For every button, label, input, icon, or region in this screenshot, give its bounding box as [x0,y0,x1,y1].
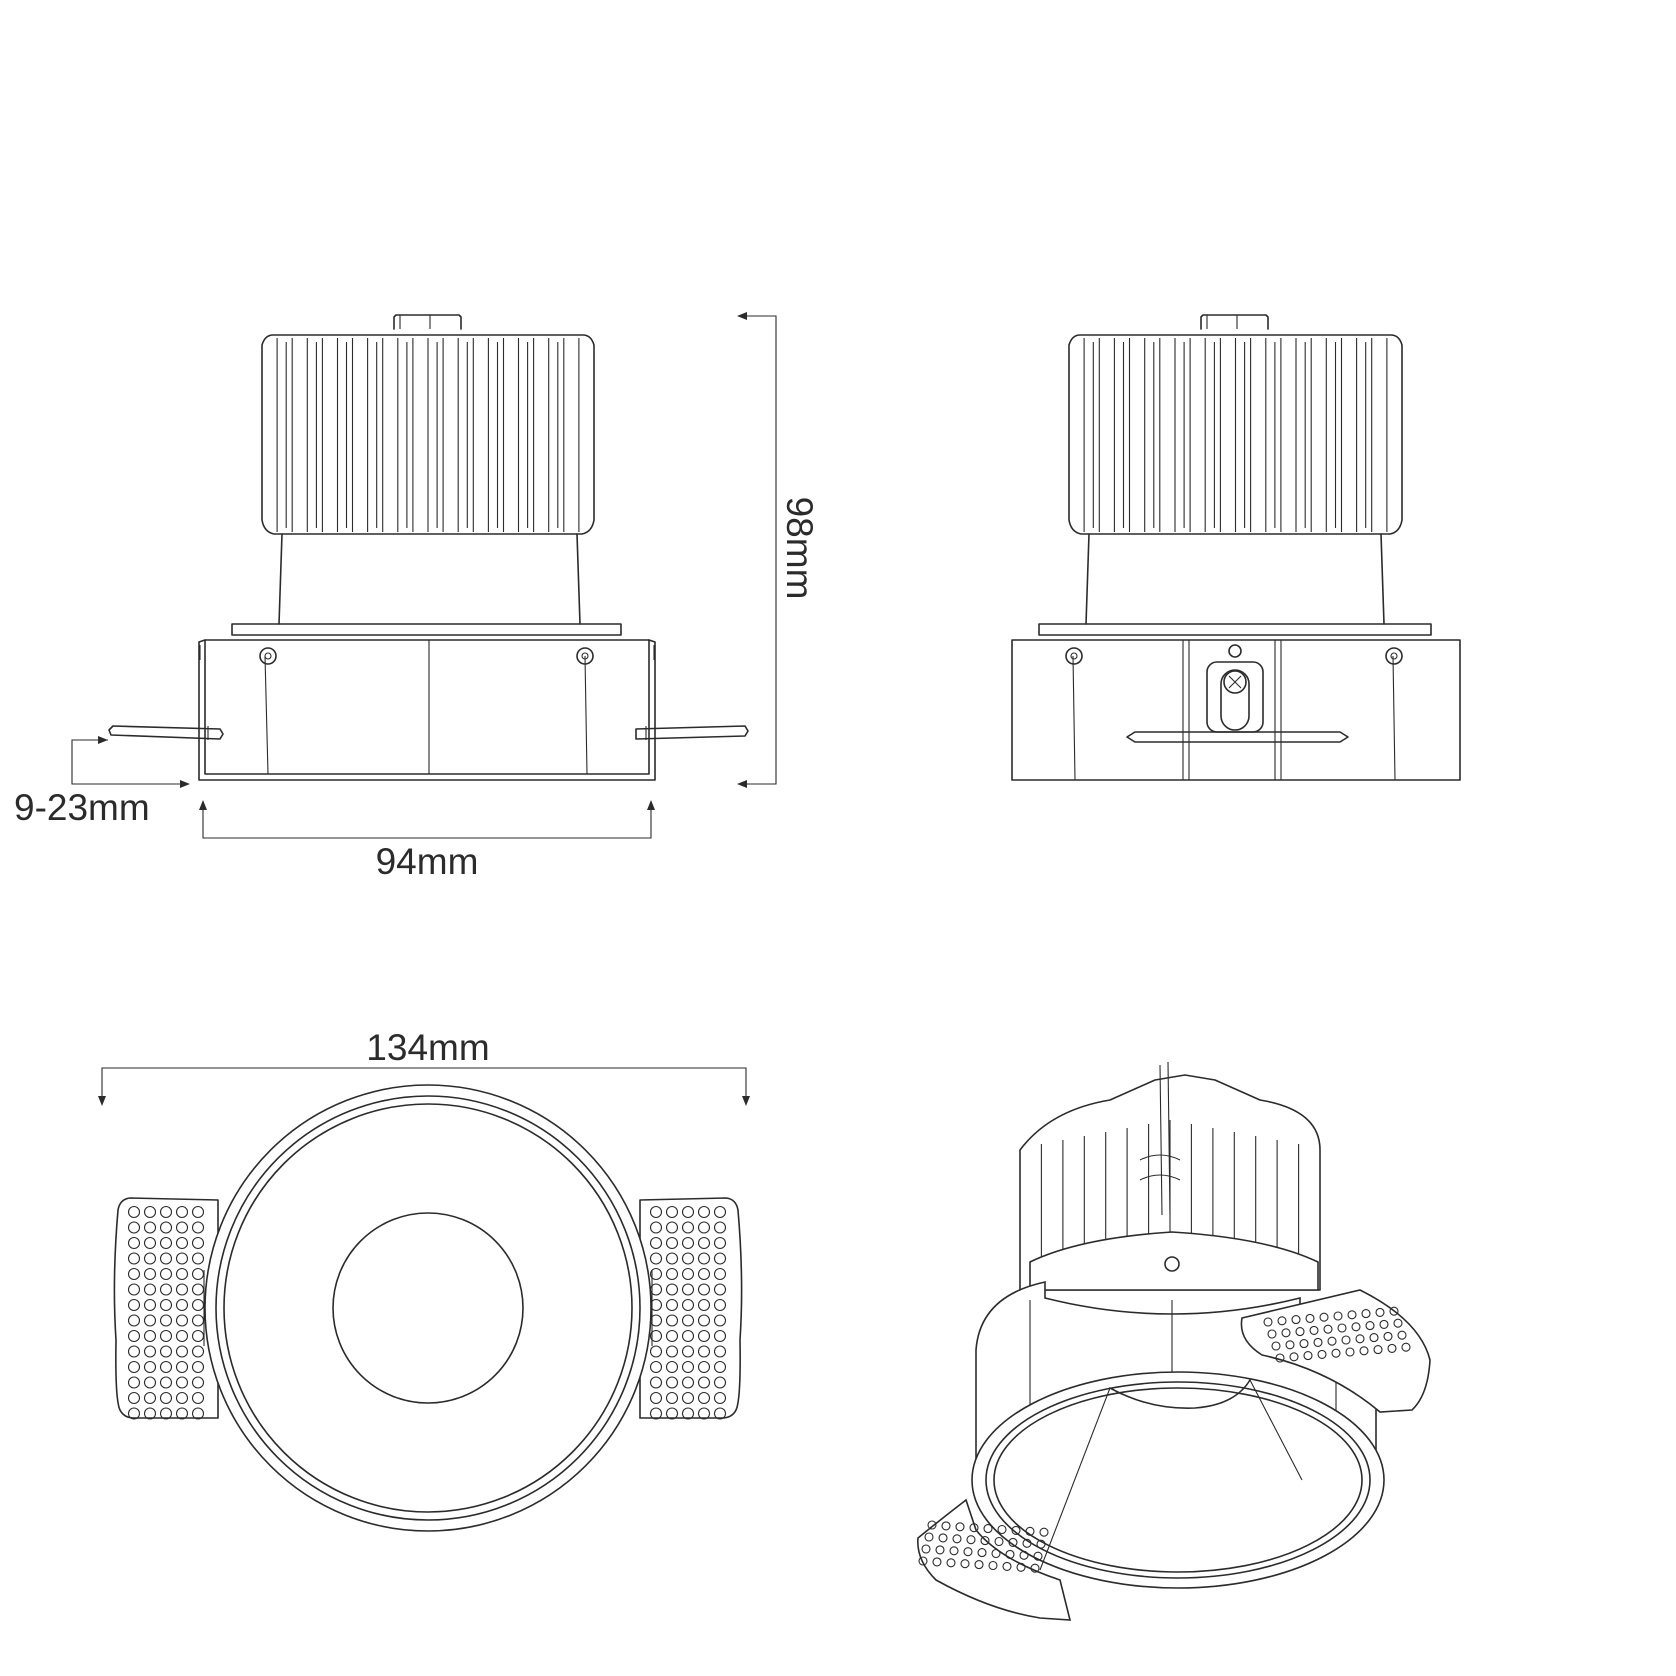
recess-label: 9-23mm [14,787,150,828]
dimension-98mm: 98mm [737,312,820,788]
side-view [1011,314,1461,781]
front-view [108,314,749,781]
perspective-view [917,1061,1431,1621]
overall-label: 134mm [366,1027,489,1068]
dimension-134mm: 134mm [98,1027,750,1106]
dimension-9-23mm: 9-23mm [14,736,190,828]
height-label: 98mm [779,497,820,600]
cutout-label: 94mm [376,841,479,882]
dimension-94mm: 94mm [199,800,655,882]
top-view [113,1084,743,1532]
